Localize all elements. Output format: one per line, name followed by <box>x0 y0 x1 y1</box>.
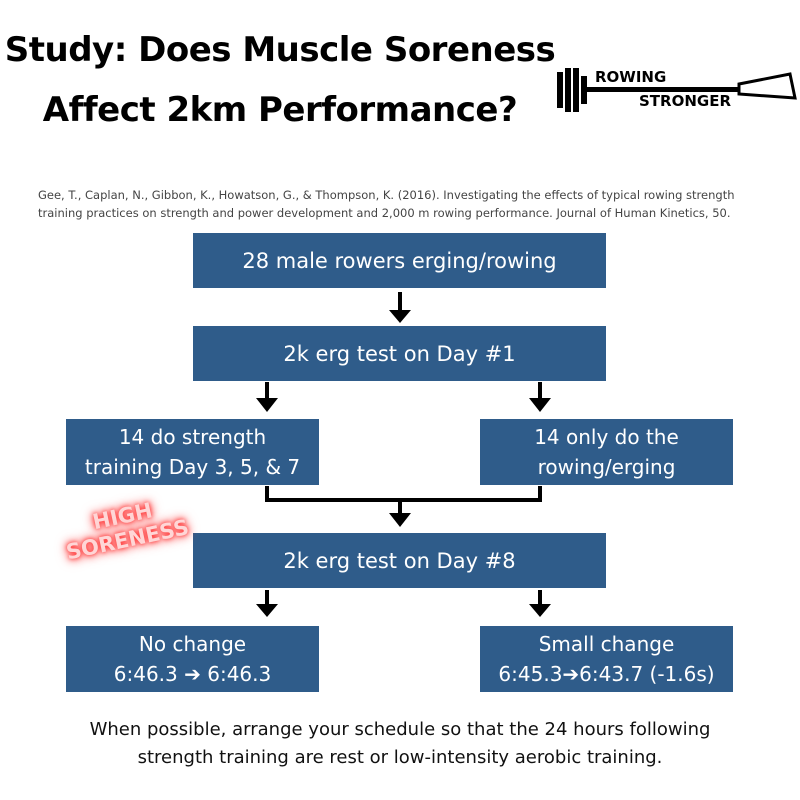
strength-group-box: 14 do strength training Day 3, 5, & 7 <box>66 419 319 485</box>
logo-text-rowing: ROWING <box>595 68 666 86</box>
citation-text: Gee, T., Caplan, N., Gibbon, K., Howatso… <box>38 188 735 220</box>
small-change-result-box: Small change 6:45.3➔6:43.7 (-1.6s) <box>480 626 733 692</box>
arrow-down-icon <box>256 604 278 617</box>
no-change-line2: 6:46.3 ➔ 6:46.3 <box>113 662 272 686</box>
rowing-only-group-box: 14 only do the rowing/erging <box>480 419 733 485</box>
arrow-down-icon <box>256 398 278 412</box>
footer-line2: strength training are rest or low-intens… <box>137 747 663 768</box>
page-title-line2: Affect 2km Performance? <box>42 90 518 130</box>
participants-label: 28 male rowers erging/rowing <box>242 248 557 273</box>
footer-line1: When possible, arrange your schedule so … <box>89 719 711 740</box>
strength-group-line2: training Day 3, 5, & 7 <box>84 455 301 479</box>
participants-box: 28 male rowers erging/rowing <box>193 233 606 288</box>
small-change-line2: 6:45.3➔6:43.7 (-1.6s) <box>498 662 715 686</box>
baseline-test-label: 2k erg test on Day #1 <box>283 341 516 366</box>
rowing-only-line2: rowing/erging <box>537 455 676 479</box>
arrow-down-icon <box>389 513 411 527</box>
arrow-down-icon <box>529 398 551 412</box>
rowing-stronger-logo: ROWING STRONGER <box>557 68 797 112</box>
arrow-down-icon <box>529 604 551 617</box>
footer-note: When possible, arrange your schedule so … <box>20 716 780 772</box>
followup-test-label: 2k erg test on Day #8 <box>283 548 516 573</box>
no-change-line1: No change <box>138 632 247 656</box>
followup-test-box: 2k erg test on Day #8 <box>193 533 606 588</box>
rowing-only-line1: 14 only do the <box>534 425 679 449</box>
arrow-down-icon <box>389 310 411 323</box>
no-change-result-box: No change 6:46.3 ➔ 6:46.3 <box>66 626 319 692</box>
page-title-line1: Study: Does Muscle Soreness <box>4 30 556 70</box>
logo-text-stronger: STRONGER <box>639 92 731 110</box>
small-change-line1: Small change <box>538 632 675 656</box>
strength-group-line1: 14 do strength <box>118 425 267 449</box>
baseline-test-box: 2k erg test on Day #1 <box>193 326 606 381</box>
